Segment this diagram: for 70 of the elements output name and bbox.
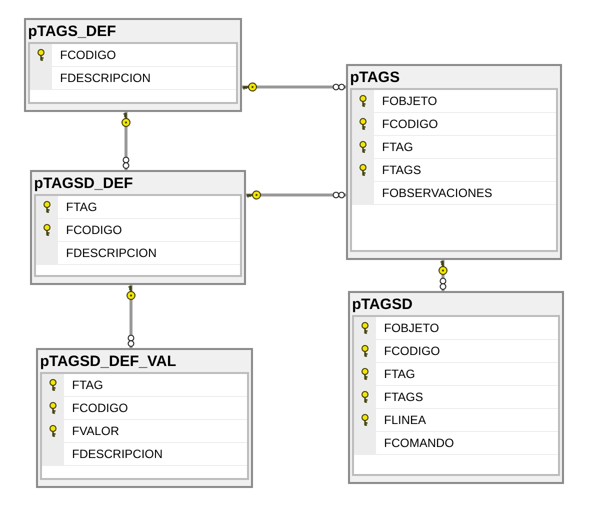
column-name: FOBJETO	[382, 93, 438, 110]
key-icon	[49, 425, 57, 437]
column-name: FTAGS	[382, 162, 422, 179]
key-icon	[49, 402, 57, 414]
key-icon	[359, 95, 367, 107]
column-name: FCODIGO	[384, 343, 440, 360]
column-row	[354, 363, 558, 386]
column-name: FTAGS	[384, 389, 424, 406]
table-box	[36, 348, 253, 488]
column-row	[352, 159, 556, 182]
column-row	[354, 340, 558, 363]
column-name: FTAG	[384, 366, 416, 383]
table-title: pTAGS	[350, 68, 400, 88]
column-name: FLINEA	[384, 412, 426, 429]
key-icon	[361, 368, 369, 380]
column-row	[42, 420, 247, 443]
key-icon	[361, 345, 369, 357]
column-name: FCODIGO	[72, 400, 128, 417]
column-row	[36, 242, 240, 265]
relationship-line	[121, 112, 131, 170]
column-name: FCODIGO	[66, 222, 122, 239]
key-icon	[361, 322, 369, 334]
key-icon	[37, 49, 45, 61]
column-row	[30, 44, 236, 67]
table-box	[346, 64, 562, 260]
key-icon	[361, 414, 369, 426]
column-row	[354, 409, 558, 432]
column-row	[42, 397, 247, 420]
column-row	[42, 443, 247, 466]
column-name: FDESCRIPCION	[72, 446, 163, 463]
table-title: pTAGSD_DEF_VAL	[40, 352, 176, 372]
column-row	[30, 67, 236, 90]
relationship-line	[126, 285, 136, 348]
column-name: FCOMANDO	[384, 435, 454, 452]
column-row	[36, 196, 240, 219]
column-row	[352, 113, 556, 136]
table-title: pTAGSD	[352, 295, 413, 315]
column-name: FOBSERVACIONES	[382, 185, 492, 202]
table-title: pTAGS_DEF	[28, 22, 116, 42]
key-icon	[359, 164, 367, 176]
column-row	[352, 136, 556, 159]
column-name: FCODIGO	[60, 47, 116, 64]
column-name: FTAG	[72, 377, 104, 394]
column-name: FDESCRIPCION	[66, 245, 157, 262]
column-name: FOBJETO	[384, 320, 440, 337]
column-name: FTAG	[382, 139, 414, 156]
key-icon	[359, 141, 367, 153]
table-box	[24, 18, 242, 112]
column-row	[36, 219, 240, 242]
key-icon	[49, 379, 57, 391]
column-row	[42, 374, 247, 397]
key-icon	[43, 201, 51, 213]
column-row	[352, 90, 556, 113]
relationship-line	[242, 82, 346, 92]
relationship-line	[246, 190, 346, 200]
column-row	[354, 317, 558, 340]
table-box	[348, 291, 564, 484]
column-row	[354, 432, 558, 455]
table-box	[30, 170, 246, 285]
column-row	[354, 386, 558, 409]
column-name: FCODIGO	[382, 116, 438, 133]
key-icon	[43, 224, 51, 236]
key-icon	[359, 118, 367, 130]
table-title: pTAGSD_DEF	[34, 174, 133, 194]
column-name: FVALOR	[72, 423, 120, 440]
column-row	[352, 182, 556, 205]
key-icon	[361, 391, 369, 403]
relationship-line	[438, 260, 448, 291]
column-name: FDESCRIPCION	[60, 70, 151, 87]
column-name: FTAG	[66, 199, 98, 216]
